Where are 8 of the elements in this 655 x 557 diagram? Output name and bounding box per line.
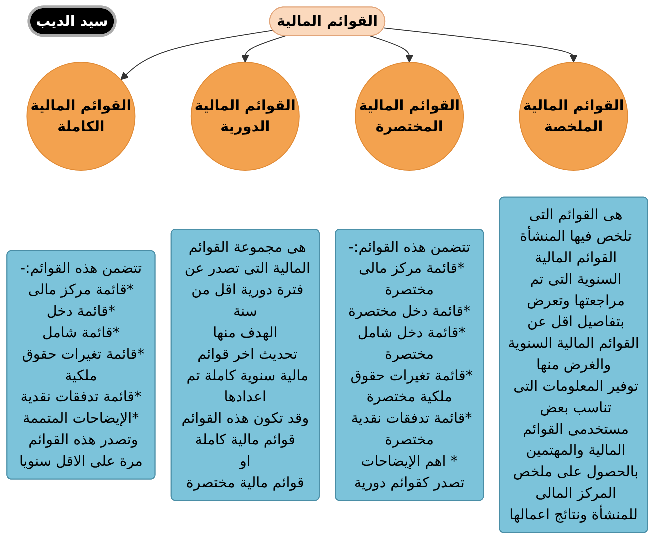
node-circle: القوائم المالية المختصرة	[355, 62, 464, 171]
arrow	[370, 36, 414, 63]
node-circle: القوائم المالية الملخصة	[519, 62, 628, 171]
arrow	[120, 30, 274, 80]
arrow	[241, 36, 286, 63]
node-circle: القوائم المالية الدورية	[190, 62, 300, 171]
node-circle: القوائم المالية الكاملة	[26, 62, 136, 171]
arrow	[384, 28, 578, 63]
